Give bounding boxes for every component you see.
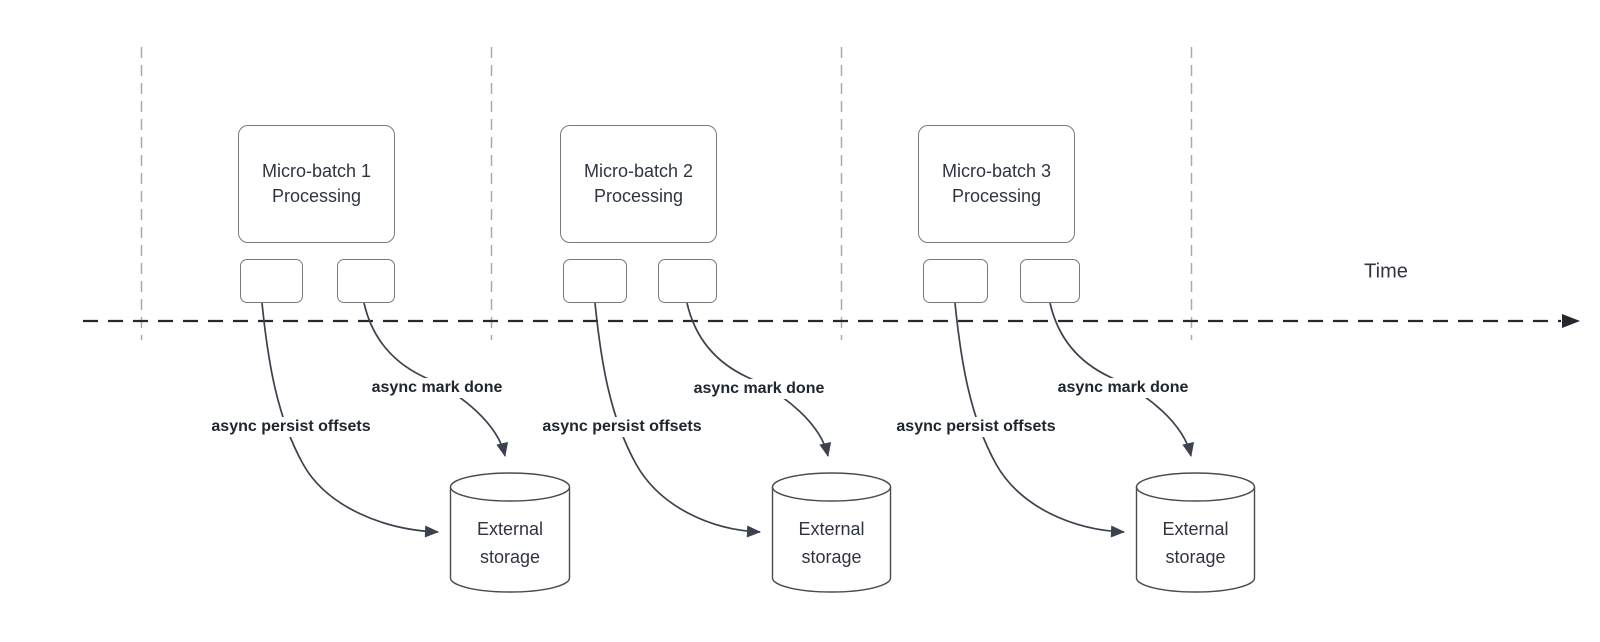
storage-cylinder-3: [1135, 472, 1256, 593]
mark-done-arrow-3: [1049, 302, 1195, 457]
mark-done-arrow-2: [686, 302, 832, 457]
persist-offsets-label-1: async persist offsets: [208, 417, 374, 437]
micro-batch-2-box: Micro-batch 2 Processing: [560, 125, 717, 243]
persist-offsets-arrow-2: [594, 302, 761, 538]
mark-done-arrow-1: [363, 302, 509, 457]
storage-cylinder-body: [771, 487, 892, 593]
persist-offsets-arrow-3: [954, 302, 1125, 538]
mark-done-label-1: async mark done: [368, 378, 506, 398]
async-task-box-3a: [923, 259, 988, 303]
persist-offsets-label-2: async persist offsets: [539, 417, 705, 437]
storage-cylinder-top: [449, 472, 571, 502]
async-task-box-3b: [1020, 259, 1080, 303]
async-task-box-2b: [658, 259, 717, 303]
micro-batch-1-box: Micro-batch 1 Processing: [238, 125, 395, 243]
storage-cylinder-top: [771, 472, 892, 502]
storage-cylinder-2: [771, 472, 892, 593]
micro-batch-3-title-line2: Processing: [951, 186, 1042, 206]
persist-offsets-label-3: async persist offsets: [893, 417, 1059, 437]
micro-batch-2-title-line2: Processing: [593, 186, 684, 206]
mark-done-label-2: async mark done: [690, 379, 828, 399]
storage-cylinder-body: [449, 487, 571, 593]
micro-batch-1-title-line2: Processing: [271, 186, 362, 206]
micro-batch-3-title-line1: Micro-batch 3: [941, 161, 1052, 181]
persist-offsets-arrow-1: [261, 302, 439, 538]
time-axis-label: Time: [1364, 260, 1408, 283]
async-task-box-1a: [240, 259, 303, 303]
storage-cylinder-top: [1135, 472, 1256, 502]
micro-batch-2-title-line1: Micro-batch 2: [583, 161, 694, 181]
micro-batch-1-title-line1: Micro-batch 1: [261, 161, 372, 181]
storage-cylinder-body: [1135, 487, 1256, 593]
async-task-box-2a: [563, 259, 627, 303]
micro-batch-3-box: Micro-batch 3 Processing: [918, 125, 1075, 243]
time-axis-arrowhead: [1562, 314, 1580, 328]
mark-done-label-3: async mark done: [1054, 378, 1192, 398]
storage-cylinder-1: [449, 472, 571, 593]
async-task-box-1b: [337, 259, 395, 303]
